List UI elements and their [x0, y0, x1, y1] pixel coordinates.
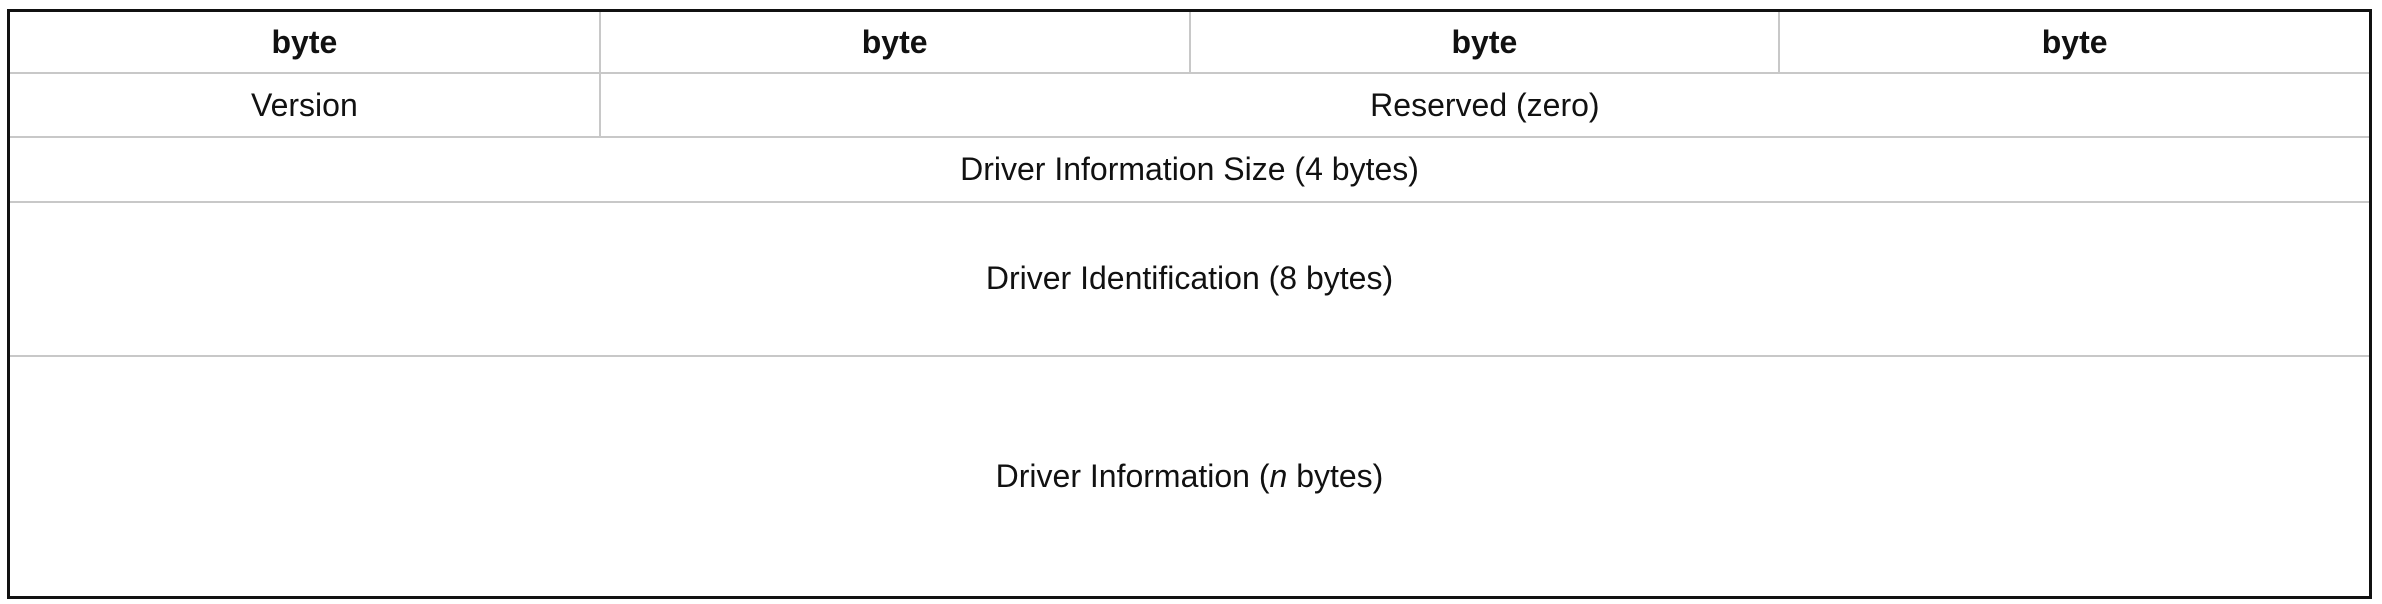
column-header-byte-1: byte — [10, 12, 601, 75]
byte-layout-diagram: byte byte byte byte Version Reserved (ze… — [7, 9, 2372, 599]
column-header-byte-3: byte — [1188, 12, 1781, 75]
driver-information-prefix: Driver Information ( — [995, 458, 1270, 495]
driver-information-size-field: Driver Information Size (4 bytes) — [10, 136, 2369, 203]
reserved-field: Reserved (zero) — [598, 72, 2369, 139]
table-row: Driver Identification (8 bytes) — [10, 200, 2369, 358]
driver-information-field: Driver Information (n bytes) — [10, 355, 2369, 596]
driver-information-suffix: bytes) — [1287, 458, 1384, 495]
driver-information-variable: n — [1269, 458, 1288, 495]
column-header-byte-2: byte — [598, 12, 1191, 75]
table-row: Version Reserved (zero) — [10, 72, 2369, 139]
table-row: Driver Information (n bytes) — [10, 355, 2369, 596]
column-header-byte-4: byte — [1778, 12, 2369, 75]
driver-identification-field: Driver Identification (8 bytes) — [10, 200, 2369, 358]
header-row: byte byte byte byte — [10, 12, 2369, 75]
table-row: Driver Information Size (4 bytes) — [10, 136, 2369, 203]
version-field: Version — [10, 72, 601, 139]
byte-layout-table: byte byte byte byte Version Reserved (ze… — [10, 12, 2369, 596]
